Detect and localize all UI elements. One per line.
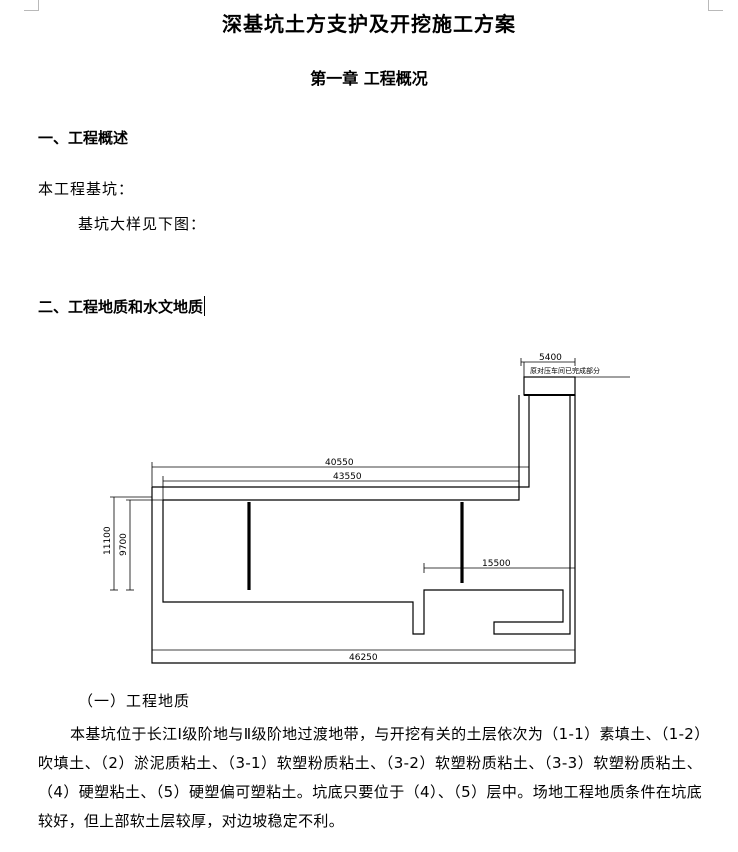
subsection-heading-geology: （一）工程地质 (78, 692, 191, 710)
section-heading-overview: 一、工程概述 (38, 129, 129, 147)
dim-label-15500: 15500 (482, 559, 511, 569)
existing-section-box (523, 376, 576, 396)
dim-label-11100: 11100 (103, 526, 113, 555)
page-corner-mark-right (708, 0, 723, 11)
section-heading-geology-text: 二、工程地质和水文地质 (38, 298, 204, 316)
dim-label-existing-note: 原对压车间已完成部分 (530, 366, 600, 375)
paragraph-pit-figure-ref: 基坑大样见下图： (78, 215, 207, 233)
section-heading-geology: 二、工程地质和水文地质 (38, 296, 206, 317)
dim-label-9700: 9700 (119, 533, 129, 556)
dim-label-46250: 46250 (349, 653, 378, 663)
document-title: 深基坑土方支护及开挖施工方案 (222, 12, 516, 36)
text-cursor[interactable] (204, 296, 206, 316)
dim-label-40550: 40550 (325, 458, 354, 468)
paragraph-pit-intro: 本工程基坑： (38, 180, 135, 198)
page-corner-mark-left (24, 0, 39, 11)
geology-description: 本基坑位于长江Ⅰ级阶地与Ⅱ级阶地过渡地带，与开挖有关的土层依次为（1-1）素填土… (38, 725, 702, 830)
dim-label-5400: 5400 (539, 353, 562, 363)
dim-label-43550: 43550 (333, 472, 362, 482)
pit-inner-outline (163, 395, 520, 501)
chapter-heading: 第一章 工程概况 (310, 69, 428, 88)
